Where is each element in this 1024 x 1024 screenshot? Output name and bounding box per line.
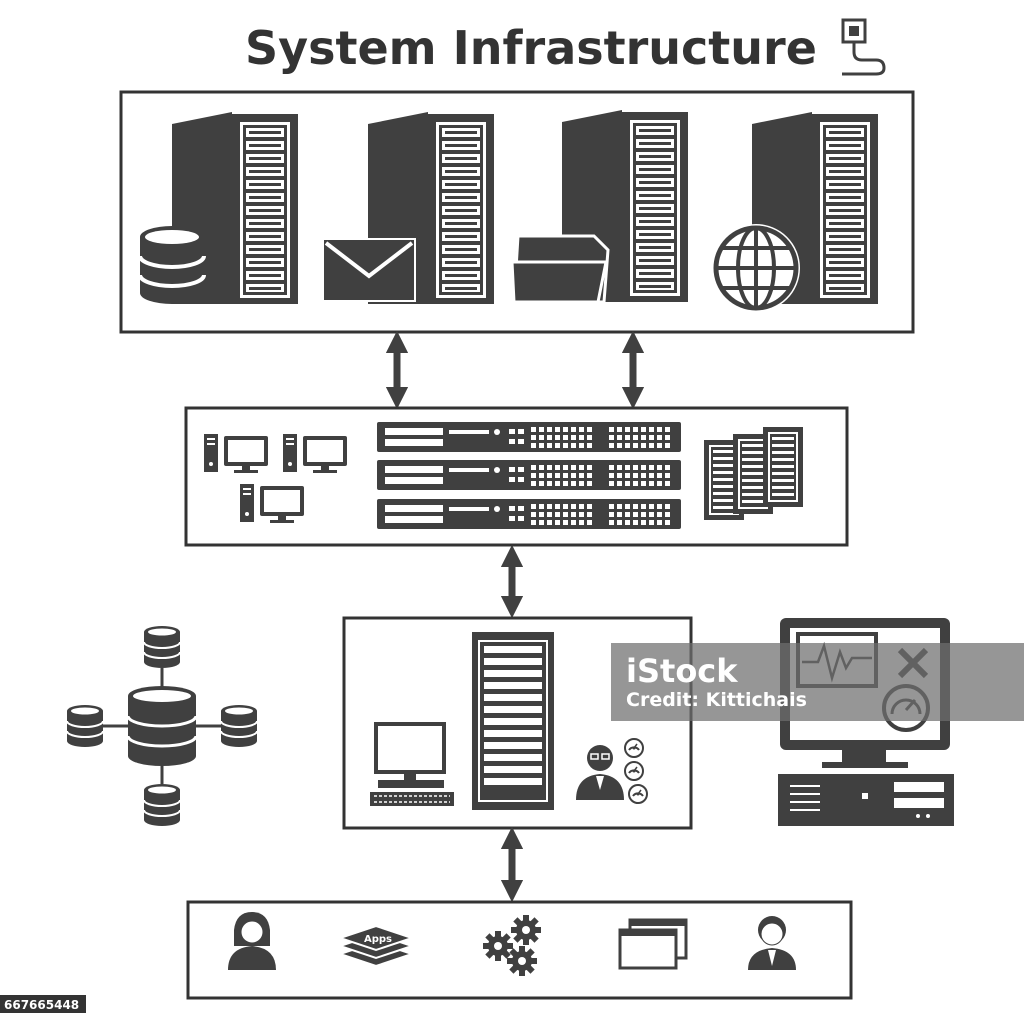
gauge-icon bbox=[624, 738, 648, 804]
apps-label: Apps bbox=[364, 934, 392, 945]
male-user-icon bbox=[748, 916, 796, 970]
network-plug-icon bbox=[841, 18, 886, 76]
rack-server-icon bbox=[377, 422, 681, 529]
desktop-computer-icon bbox=[204, 434, 347, 523]
apps-stack-icon: Apps bbox=[336, 924, 416, 968]
female-user-icon bbox=[228, 912, 276, 970]
web-server-icon bbox=[712, 112, 878, 312]
stock-id: 667665448 bbox=[4, 998, 79, 1012]
user-tier-frame bbox=[186, 900, 853, 1000]
server-rack-icon bbox=[472, 632, 554, 810]
stock-id-badge bbox=[0, 995, 86, 1013]
mail-server-icon bbox=[322, 112, 494, 304]
watermark: iStock Credit: Kittichais bbox=[611, 643, 1024, 721]
database-network-icon bbox=[66, 625, 258, 827]
administrator-icon bbox=[576, 745, 624, 800]
server-tier-frame bbox=[119, 90, 915, 334]
watermark-credit: Credit: Kittichais bbox=[626, 689, 807, 711]
windows-icon bbox=[618, 918, 688, 970]
database-server-icon bbox=[138, 112, 298, 304]
workstation-icon bbox=[370, 722, 454, 806]
gears-icon bbox=[483, 915, 541, 976]
file-server-icon bbox=[510, 110, 688, 304]
page-title: System Infrastructure bbox=[245, 21, 817, 75]
tower-server-icon bbox=[704, 427, 803, 520]
watermark-brand: iStock bbox=[626, 652, 738, 690]
